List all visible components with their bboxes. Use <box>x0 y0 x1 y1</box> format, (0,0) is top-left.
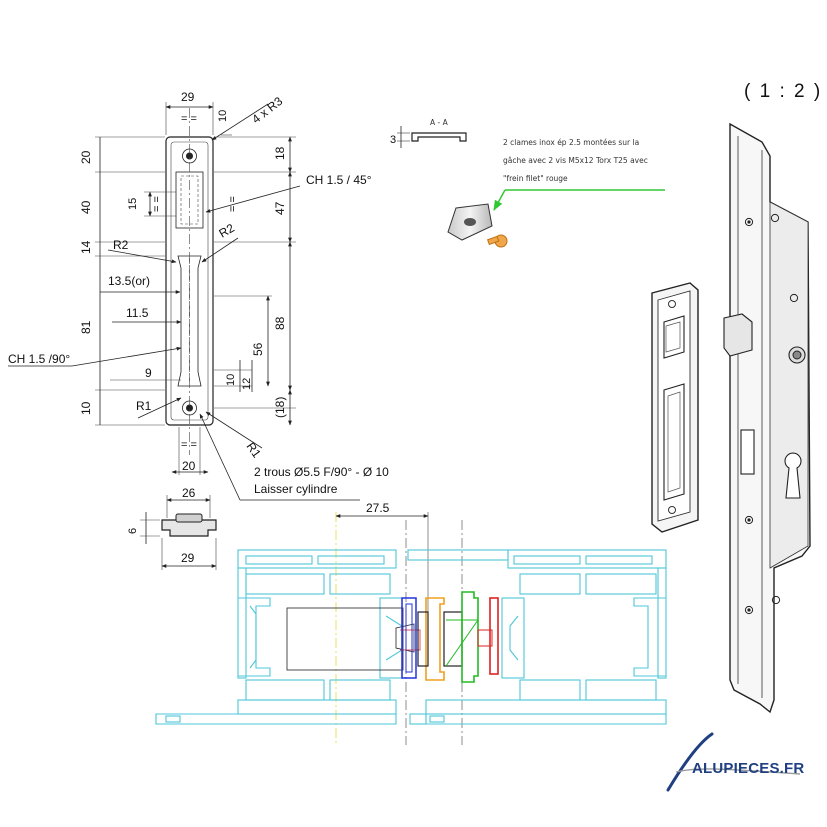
dim-right-18: 18 <box>273 146 287 160</box>
right-profile <box>407 549 667 725</box>
dim-left-40: 40 <box>79 200 93 214</box>
dim-56: 56 <box>251 342 265 356</box>
orange-part <box>425 597 445 681</box>
section-label: A - A <box>430 118 449 127</box>
radius-note: 4 x R3 <box>249 94 285 127</box>
dim-left-81: 81 <box>79 320 93 334</box>
latch-slot <box>177 255 202 387</box>
dim-right-47: 47 <box>273 201 287 215</box>
section-a-a: A - A 3 <box>390 118 467 148</box>
dim-top-width: 29 <box>181 90 195 104</box>
note-line-2: gâche avec 2 vis M5x12 Torx T25 avec <box>503 156 648 165</box>
note-line-1: 2 clames inox ép 2.5 montées sur la <box>503 138 639 147</box>
side-view: 26 6 29 <box>127 486 217 570</box>
r2-left-label: R2 <box>113 238 129 252</box>
green-part <box>461 591 479 683</box>
dim-top-center: = = <box>181 113 197 125</box>
profile-section: 27.5 <box>155 501 667 745</box>
dim-offset: 27.5 <box>366 501 390 515</box>
dim-side-26: 26 <box>182 486 196 500</box>
front-view: 29 = = 10 4 x R3 20 40 14 81 10 18 47 88… <box>8 90 389 501</box>
r1-left-label: R1 <box>136 399 152 413</box>
left-profile <box>155 549 403 725</box>
dim-left-20: 20 <box>79 150 93 164</box>
dim-right-18-paren: (18) <box>273 397 287 418</box>
cylinder-note: Laisser cylindre <box>254 482 338 496</box>
dim-9: 9 <box>145 366 152 380</box>
scale-label: ( 1 : 2 ) <box>744 81 822 102</box>
dim-10-small: 10 <box>225 374 237 386</box>
section-profile <box>411 132 467 142</box>
dim-top-10: 10 <box>217 110 229 122</box>
dim-inner-eq-a: = = <box>151 196 163 212</box>
logo-swoosh-icon <box>666 732 714 792</box>
dim-11-5: 11.5 <box>126 306 149 320</box>
logo <box>666 732 801 792</box>
dim-side-6: 6 <box>127 528 139 534</box>
dim-bottom-20: 20 <box>182 459 196 473</box>
r2-right-label: R2 <box>217 221 238 241</box>
dim-side-29: 29 <box>181 551 195 565</box>
dim-left-14: 14 <box>79 240 93 254</box>
dim-bottom-center: = = <box>181 439 197 451</box>
clamp-note: 2 clames inox ép 2.5 montées sur la gâch… <box>447 138 665 248</box>
chamfer-90-note: CH 1.5 /90° <box>8 352 70 366</box>
chamfer-45-note: CH 1.5 / 45° <box>306 173 372 187</box>
dim-12: 12 <box>241 378 253 390</box>
logo-text: ALUPIECES.FR <box>692 760 805 777</box>
dim-inner-eq-b: = = <box>227 196 239 212</box>
dim-section-thickness: 3 <box>390 134 396 146</box>
side-profile <box>161 519 217 537</box>
dim-inner-15: 15 <box>127 198 139 210</box>
note-line-3: "frein filet" rouge <box>503 174 568 183</box>
lock-faceplate-3d <box>723 122 811 714</box>
lock-body <box>286 607 404 671</box>
blue-part <box>401 597 417 679</box>
dim-13-5: 13.5(or) <box>108 274 150 288</box>
red-part <box>489 597 499 675</box>
strike-plate-3d <box>651 282 699 533</box>
dim-right-88: 88 <box>273 316 287 330</box>
dim-left-10: 10 <box>79 401 93 415</box>
r1-bottom-label: R1 <box>244 440 264 461</box>
holes-note: 2 trous Ø5.5 F/90° - Ø 10 <box>254 465 389 479</box>
